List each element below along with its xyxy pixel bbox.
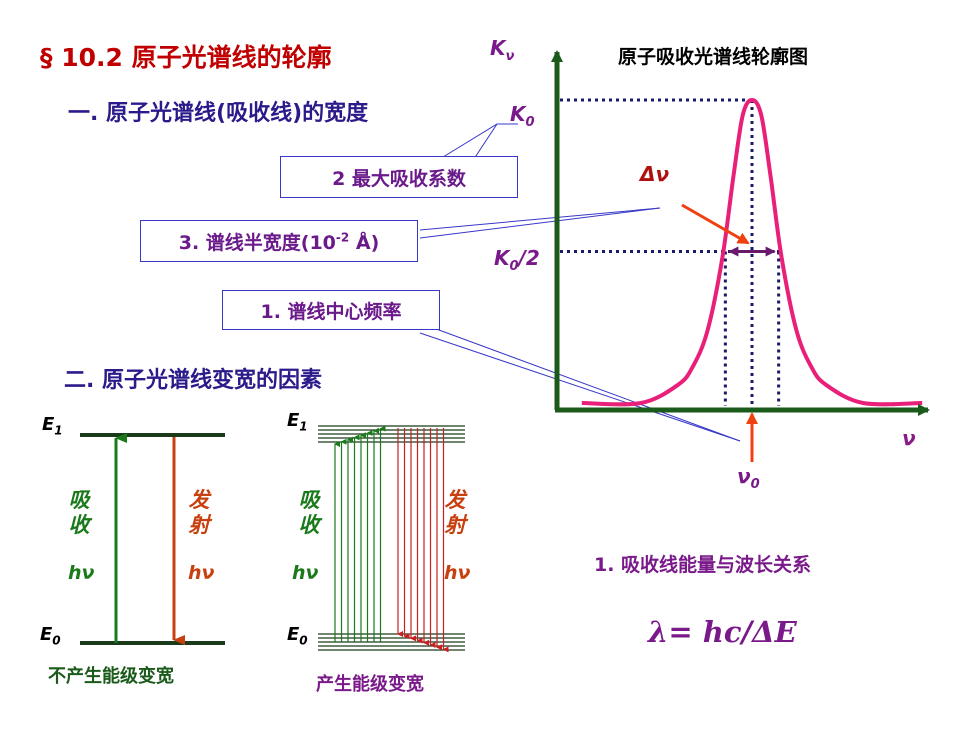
right-caption: 产生能级变宽	[316, 674, 424, 695]
left-e1-label: E1	[42, 414, 63, 438]
leader-half-width-2	[419, 207, 661, 239]
left-hv-absorb: hν	[68, 562, 95, 584]
k0-label: K0	[510, 102, 535, 130]
k0-half-label: K0/2	[494, 246, 540, 274]
callout-max-absorption: 2 最大吸收系数	[280, 156, 518, 198]
callout-center-frequency: 1. 谱线中心频率	[222, 290, 440, 330]
right-hv-emit: hν	[444, 562, 471, 584]
y-axis-label: Kν	[490, 36, 515, 64]
right-e1-label: E1	[287, 410, 308, 434]
left-emit-label: 发射	[188, 488, 210, 537]
wavelength-formula: λ= hc/ΔE	[648, 615, 797, 649]
x-axis-label: ν	[902, 426, 916, 450]
callout-half-width: 3. 谱线半宽度(10-2 Å)	[140, 220, 418, 262]
energy-diagram-broadening	[318, 425, 465, 653]
callout-leaders	[419, 123, 741, 442]
leader-center-freq	[419, 322, 741, 442]
left-e0-label: E0	[40, 624, 61, 648]
leader-half-width	[419, 207, 661, 231]
left-hv-emit: hν	[188, 562, 215, 584]
callout-max-absorption-text: 2 最大吸收系数	[332, 167, 466, 190]
section-heading-linewidth: 一. 原子光谱线(吸收线)的宽度	[68, 101, 369, 126]
leader-center-freq-2	[419, 332, 741, 442]
callout-half-width-text: 3. 谱线半宽度(10-2 Å)	[178, 230, 380, 254]
right-absorb-label: 吸收	[298, 488, 320, 537]
section-heading-broadening: 二. 原子光谱线变宽的因素	[64, 368, 323, 393]
left-caption: 不产生能级变宽	[48, 666, 174, 687]
callout-center-frequency-text: 1. 谱线中心频率	[260, 300, 402, 323]
relation-title: 1. 吸收线能量与波长关系	[594, 554, 812, 576]
right-e0-label: E0	[287, 624, 308, 648]
chart-title: 原子吸收光谱线轮廓图	[618, 46, 809, 68]
delta-nu-pointer-arrow	[681, 203, 750, 245]
energy-diagram-no-broadening	[80, 433, 225, 645]
left-absorb-label: 吸收	[68, 488, 90, 537]
page-title: § 10.2 原子光谱线的轮廓	[40, 43, 332, 72]
absorption-profile-curve	[581, 97, 923, 407]
right-hv-absorb: hν	[292, 562, 319, 584]
right-emit-label: 发射	[444, 488, 466, 537]
delta-nu-label: Δν	[640, 162, 670, 186]
nu0-label: ν0	[737, 464, 760, 492]
